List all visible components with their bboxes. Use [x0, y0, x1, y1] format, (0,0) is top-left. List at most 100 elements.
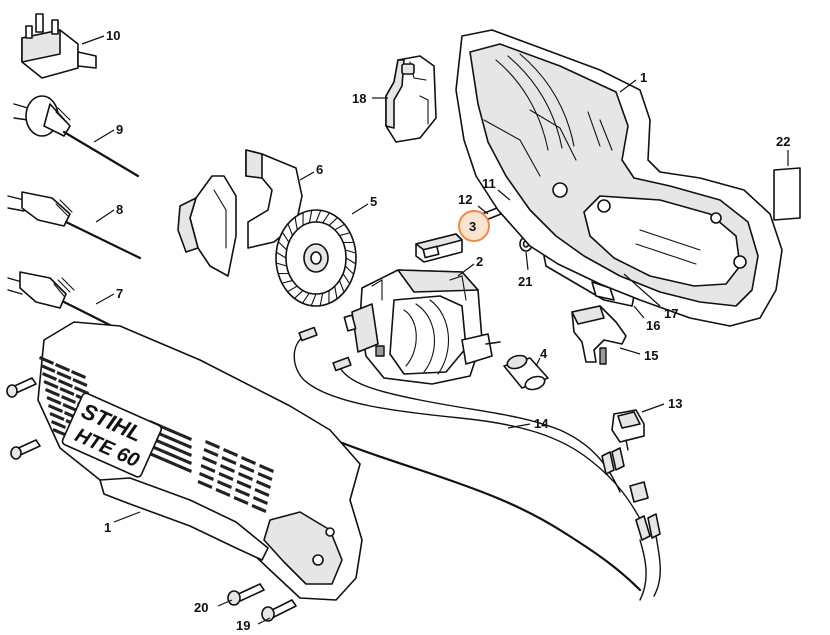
- vent-slot: [163, 458, 178, 467]
- callout-14[interactable]: 14: [534, 416, 549, 431]
- part-9-round-plug[interactable]: [13, 95, 140, 178]
- vent-slot: [203, 448, 219, 457]
- callout-11[interactable]: 11: [482, 176, 496, 191]
- part-8-euro-plug[interactable]: [7, 191, 142, 260]
- screws-housing-left[interactable]: [6, 377, 41, 460]
- vent-slot: [177, 456, 192, 465]
- vent-slot: [42, 372, 57, 381]
- vent-slot: [241, 456, 256, 465]
- vent-slot: [40, 364, 56, 373]
- vent-slot: [46, 396, 62, 405]
- vent-slot: [59, 387, 75, 396]
- vent-slot: [43, 380, 59, 389]
- fan-blade: [338, 279, 345, 293]
- vent-slot: [259, 464, 274, 473]
- fan-blade: [344, 249, 357, 254]
- vent-slot: [52, 428, 68, 437]
- vent-slot: [45, 388, 60, 397]
- vent-slot: [253, 496, 268, 505]
- fan-blade: [322, 212, 331, 224]
- part-22-label[interactable]: [773, 167, 801, 221]
- vent-slot: [233, 496, 249, 505]
- callout-20[interactable]: 20: [194, 600, 208, 615]
- vent-slot: [62, 403, 78, 412]
- vent-slots-front: [149, 420, 274, 513]
- callout-15[interactable]: 15: [644, 348, 658, 363]
- fan-blade: [277, 241, 288, 251]
- part-1-housing-right[interactable]: [455, 29, 783, 327]
- part-1-housing-left[interactable]: STIHL HTE 60: [37, 321, 363, 601]
- part-20-screw[interactable]: [227, 583, 265, 606]
- callout-12[interactable]: 12: [458, 192, 472, 207]
- vent-slot: [236, 480, 252, 489]
- fan-blade: [293, 289, 304, 299]
- part-5-fan-impeller[interactable]: [275, 209, 357, 307]
- fan-blade: [315, 209, 322, 223]
- part-10-uk-plug[interactable]: [21, 13, 97, 79]
- fan-blade: [338, 232, 351, 237]
- callout-19[interactable]: 19: [236, 618, 250, 633]
- vent-slot: [163, 442, 178, 451]
- callout-3[interactable]: 3: [469, 219, 476, 234]
- callout-7[interactable]: 7: [116, 286, 123, 301]
- vent-slot: [58, 379, 73, 388]
- highlight-ring-part-3: [458, 210, 490, 242]
- part-15-trigger[interactable]: [571, 305, 627, 365]
- part-18-cover[interactable]: [385, 55, 437, 143]
- callout-18[interactable]: 18: [352, 91, 366, 106]
- fan-blade: [334, 285, 338, 300]
- vent-slot: [197, 480, 213, 489]
- part-13-switch[interactable]: [611, 409, 645, 451]
- callout-10[interactable]: 10: [106, 28, 120, 43]
- vent-slot: [223, 448, 238, 457]
- vent-slot: [205, 440, 220, 449]
- callout-8[interactable]: 8: [116, 202, 123, 217]
- vent-slot: [256, 480, 271, 489]
- part-2-motor[interactable]: [343, 269, 501, 385]
- callout-17[interactable]: 17: [664, 306, 678, 321]
- callout-5[interactable]: 5: [370, 194, 377, 209]
- callout-4[interactable]: 4: [540, 346, 548, 361]
- vent-slot: [56, 371, 72, 380]
- fan-blade: [310, 293, 317, 307]
- callout-16[interactable]: 16: [646, 318, 660, 333]
- vent-slot: [48, 404, 63, 413]
- vent-slot: [200, 464, 216, 473]
- vent-slot: [235, 488, 250, 497]
- part-14-wiring-harness[interactable]: [293, 326, 661, 601]
- callout-6[interactable]: 6: [316, 162, 323, 177]
- callout-13[interactable]: 13: [668, 396, 682, 411]
- callout-2[interactable]: 2: [476, 254, 483, 269]
- callout-22[interactable]: 22: [776, 134, 790, 149]
- fan-blade: [301, 292, 310, 304]
- vent-slot: [163, 434, 178, 443]
- vent-slot: [218, 472, 234, 481]
- callout-1-lower[interactable]: 1: [104, 520, 111, 535]
- callout-21[interactable]: 21: [518, 274, 532, 289]
- fan-blade: [334, 223, 346, 231]
- vent-slot: [177, 432, 192, 441]
- vent-slot: [239, 464, 255, 473]
- fan-blade: [275, 251, 287, 259]
- fan-blade: [342, 273, 351, 285]
- vent-slot: [39, 356, 54, 365]
- part-3-carbon-brush[interactable]: [415, 233, 463, 263]
- callout-1-upper[interactable]: 1: [640, 70, 647, 85]
- fan-blade: [294, 216, 298, 231]
- vent-slot: [199, 472, 214, 481]
- vent-slot: [254, 488, 270, 497]
- fan-blade: [345, 257, 357, 265]
- vent-slot: [217, 480, 232, 489]
- vent-slot: [202, 456, 217, 465]
- callout-9[interactable]: 9: [116, 122, 123, 137]
- fan-blade: [275, 262, 288, 267]
- part-4-sleeve[interactable]: [503, 353, 549, 392]
- fan-blade: [319, 292, 324, 307]
- vent-slot: [257, 472, 273, 481]
- fan-blade: [281, 231, 290, 243]
- vent-slot: [149, 452, 164, 461]
- part-19-screw[interactable]: [261, 599, 297, 622]
- vent-slot: [177, 464, 192, 473]
- fan-blade: [328, 217, 339, 227]
